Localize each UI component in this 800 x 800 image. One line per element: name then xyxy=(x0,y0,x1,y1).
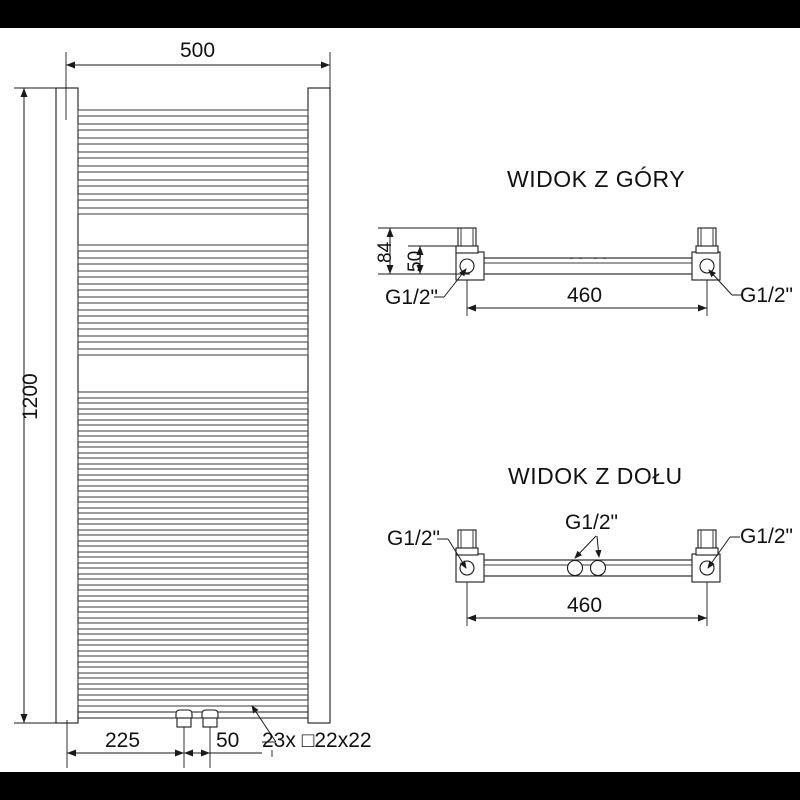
top-view-thread-left-label: G1/2" xyxy=(385,286,438,309)
top-view-outer-depth-label: 84 xyxy=(375,241,396,263)
bottom-view-thread-right-label: G1/2" xyxy=(740,525,793,548)
bottom-view-geometry xyxy=(455,529,721,583)
front-rungs-note-label: 23x □22x22 xyxy=(262,729,372,752)
bottom-view-center-distance-label: 460 xyxy=(567,594,603,617)
rung-group-lower xyxy=(77,391,309,707)
front-bottom-right-dimension-label: 50 xyxy=(216,729,240,752)
bottom-connector-right xyxy=(201,709,219,728)
bottom-letterbox-band xyxy=(0,772,800,800)
bottom-connector-left xyxy=(175,709,193,728)
top-letterbox-band xyxy=(0,0,800,28)
top-view-inner-depth-label: 50 xyxy=(405,250,426,272)
bottom-view-thread-center-label: G1/2" xyxy=(565,511,618,534)
bottom-view-dimensions xyxy=(437,535,740,626)
front-view-dimensions xyxy=(14,52,331,768)
top-view-thread-right-label: G1/2" xyxy=(740,284,793,307)
top-view-geometry xyxy=(455,227,721,281)
top-view-center-distance-label: 460 xyxy=(567,284,603,307)
front-height-dimension-label: 1200 xyxy=(19,373,42,420)
bottom-view-thread-left-label: G1/2" xyxy=(387,527,440,550)
rung-group-top xyxy=(77,109,309,215)
front-bottom-left-dimension-label: 225 xyxy=(105,729,141,752)
top-view-dimensions xyxy=(378,227,742,316)
bottom-view-title: WIDOK Z DOŁU xyxy=(508,463,683,489)
rung-group-middle-upper xyxy=(77,244,309,356)
front-width-dimension-label: 500 xyxy=(180,39,216,62)
top-view-title: WIDOK Z GÓRY xyxy=(507,166,686,192)
front-view-geometry xyxy=(55,87,331,728)
